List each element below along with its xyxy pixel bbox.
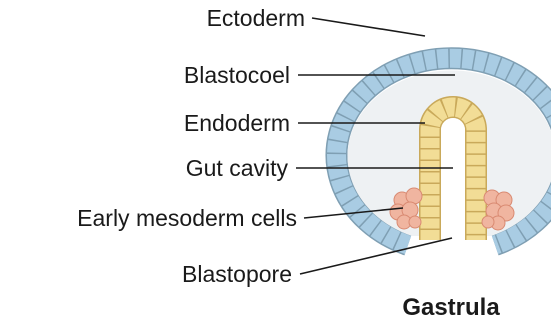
- gut-cavity: [441, 118, 465, 243]
- leader-blastopore: [300, 238, 452, 274]
- leader-ectoderm: [312, 18, 425, 36]
- diagram-title: Gastrula: [402, 294, 500, 321]
- label-ectoderm: Ectoderm: [207, 5, 305, 31]
- label-endoderm: Endoderm: [184, 110, 290, 136]
- label-gut-cavity: Gut cavity: [186, 155, 289, 181]
- label-blastopore: Blastopore: [182, 261, 292, 287]
- label-early-mesoderm: Early mesoderm cells: [77, 205, 297, 231]
- label-blastocoel: Blastocoel: [184, 62, 290, 88]
